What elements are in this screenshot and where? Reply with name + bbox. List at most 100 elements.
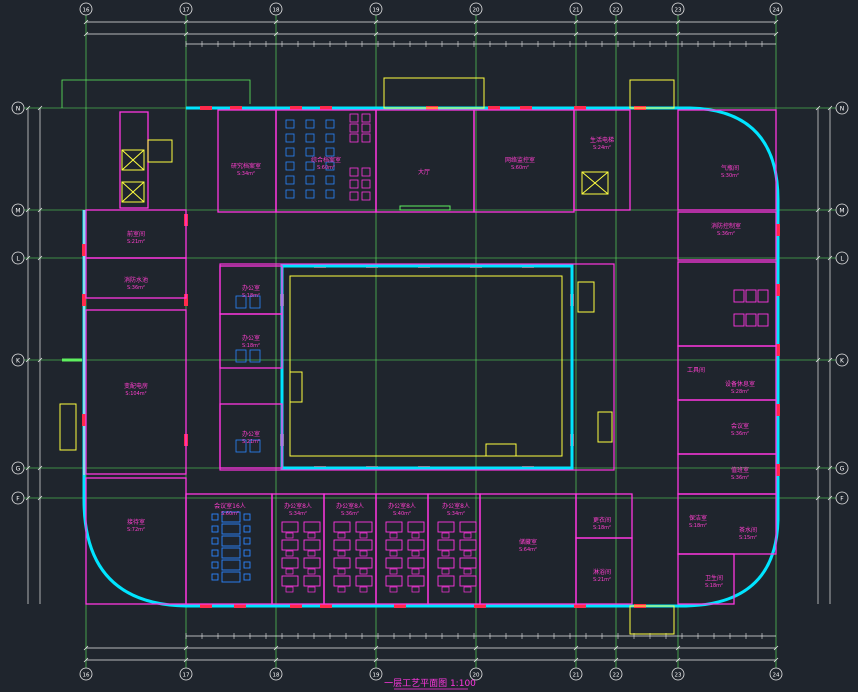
grid-label: 21: [573, 673, 580, 679]
room-area: S:104m²: [125, 391, 146, 397]
room-area: S:30m²: [721, 173, 739, 179]
room-name: 办公室8人: [442, 502, 470, 510]
room-name: 会议室: [731, 422, 749, 430]
grid-label: 22: [613, 673, 620, 679]
room-name: 前室间: [127, 230, 145, 238]
room-area: S:21m²: [242, 439, 260, 445]
grid-bubble-col-18: 18: [269, 2, 283, 16]
room-area: S:60m²: [511, 165, 529, 171]
grid-bubble-row-L: L: [835, 251, 849, 265]
grid-bubble-col-22: 22: [609, 2, 623, 16]
grid-label: 24: [773, 673, 780, 679]
grid-label: F: [840, 496, 844, 503]
room-r14: 工具间: [687, 366, 705, 374]
room-area: S:36m²: [127, 285, 145, 291]
grid-bubble-row-M: M: [835, 203, 849, 217]
grid-label: G: [840, 466, 845, 473]
room-name: 研究档案室: [231, 162, 261, 170]
grid-label: N: [840, 106, 845, 113]
grid-label: 19: [373, 673, 380, 679]
stairs: [59, 77, 675, 635]
room-name: 变配电房: [124, 382, 148, 390]
grid-bubble-col-20: 20: [469, 667, 483, 681]
room-name: 生活电梯: [590, 136, 614, 144]
room-name: 接待室: [127, 518, 145, 526]
grid-bubble-row-F: F: [11, 491, 25, 505]
grid-label: L: [840, 256, 844, 263]
room-name: 值班室: [731, 466, 749, 474]
room-name: 茶水间: [739, 526, 757, 534]
grid-bubble-col-23: 23: [671, 667, 685, 681]
room-name: 办公室8人: [336, 502, 364, 510]
room-name: 消防水池: [124, 276, 148, 284]
room-area: S:28m²: [731, 389, 749, 395]
room-area: S:60m²: [317, 165, 335, 171]
grid-label: K: [16, 358, 21, 365]
room-area: S:36m²: [731, 475, 749, 481]
grid-bubble-col-20: 20: [469, 2, 483, 16]
room-area: S:18m²: [689, 523, 707, 529]
room-name: 卫生间: [705, 574, 723, 582]
grid-bubble-row-K: K: [835, 353, 849, 367]
room-name: 储藏室: [519, 538, 537, 546]
grid-bubble-col-16: 16: [79, 667, 93, 681]
room-name: 办公室8人: [284, 502, 312, 510]
room-area: S:40m²: [393, 511, 411, 517]
furniture-layer: [211, 113, 769, 593]
room-name: 大厅: [418, 168, 430, 176]
grid-label: 18: [273, 673, 280, 679]
grid-bubble-row-G: G: [11, 461, 25, 475]
room-name: 气瓶间: [721, 164, 739, 172]
grid-bubble-col-18: 18: [269, 667, 283, 681]
room-area: S:36m²: [717, 231, 735, 237]
room-name: 会议室16人: [214, 502, 246, 510]
room-name: 网络监控室: [505, 156, 535, 164]
grid-label: 24: [773, 8, 780, 14]
outer-reference-lines: [61, 79, 251, 362]
room-area: S:34m²: [237, 171, 255, 177]
room-area: S:64m²: [519, 547, 537, 553]
room-labels: 研究档案室S:34m²综合档案室S:60m²大厅网络监控室S:60m²生活电梯S…: [124, 136, 757, 589]
room-area: S:34m²: [447, 511, 465, 517]
grid-bubble-row-L: L: [11, 251, 25, 265]
grid-label: 19: [373, 8, 380, 14]
grid-label: G: [16, 466, 21, 473]
room-area: S:18m²: [593, 525, 611, 531]
room-name: 综合档案室: [311, 156, 341, 164]
room-name: 办公室8人: [388, 502, 416, 510]
grid-label: 16: [83, 8, 90, 14]
grid-label: M: [15, 208, 20, 215]
grid-bubble-col-21: 21: [569, 667, 583, 681]
outer-wall: [82, 106, 780, 608]
room-area: S:34m²: [289, 511, 307, 517]
grid-label: 20: [473, 8, 480, 14]
grid-bubble-col-17: 17: [179, 2, 193, 16]
grid-bubble-row-N: N: [835, 101, 849, 115]
grid-bubble-row-M: M: [11, 203, 25, 217]
grid-bubble-col-23: 23: [671, 2, 685, 16]
dimension-ticks: [25, 19, 833, 663]
grid-label: 16: [83, 673, 90, 679]
grid-label: 17: [183, 8, 190, 14]
grid-bubble-col-24: 24: [769, 667, 783, 681]
room-name: 办公室: [242, 284, 260, 292]
